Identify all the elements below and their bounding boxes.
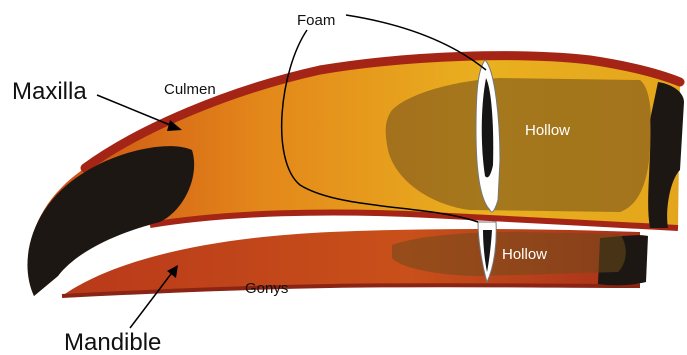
hollow-region-upper	[386, 78, 651, 212]
label-hollow-lower: Hollow	[502, 247, 547, 262]
label-culmen: Culmen	[164, 82, 216, 97]
label-mandible: Mandible	[64, 331, 161, 355]
label-maxilla: Maxilla	[12, 80, 87, 104]
label-hollow-upper: Hollow	[525, 123, 570, 138]
beak-base-black	[648, 82, 684, 228]
label-gonys: Gonys	[245, 281, 288, 296]
label-foam: Foam	[297, 13, 335, 28]
label-tomia: Tomia	[242, 218, 282, 233]
maxilla-arrow-line	[97, 95, 175, 127]
